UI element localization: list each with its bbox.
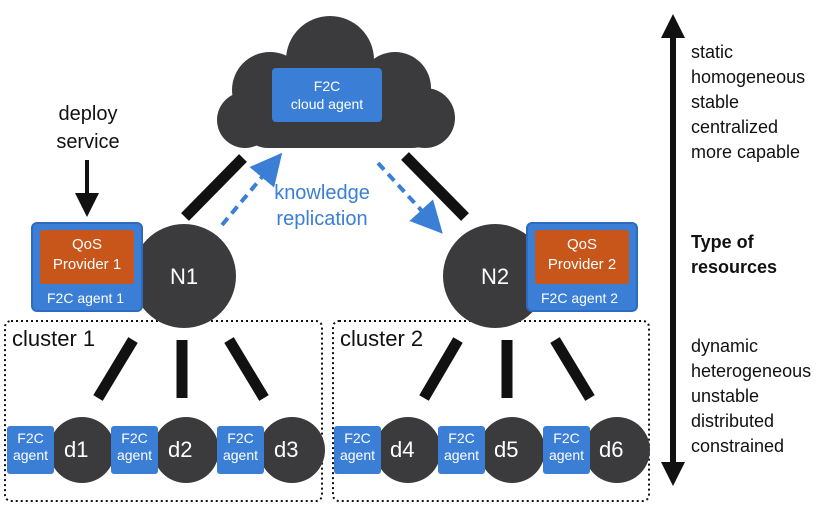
node-n2-label: N2 — [480, 264, 510, 289]
d1-agent-line2: agent — [12, 447, 49, 463]
device-d5-circle — [479, 417, 545, 483]
device-d4-agent: F2C agent — [334, 426, 381, 474]
d4-agent-line1: F2C — [344, 430, 371, 446]
d3-agent-line1: F2C — [227, 430, 254, 446]
deploy-line2: service — [56, 131, 120, 153]
device-d3-agent: F2C agent — [217, 426, 264, 474]
device-d6-circle — [584, 417, 650, 483]
link-n1-d3 — [224, 337, 269, 401]
device-d3-circle — [259, 417, 325, 483]
cloud-agent-line1: F2C — [313, 78, 341, 94]
cluster-1-label: cluster 1 — [12, 326, 96, 351]
device-d1-circle — [49, 417, 115, 483]
knowledge-line2: replication — [276, 208, 368, 230]
device-d2-agent: F2C agent — [111, 426, 158, 474]
resource-homogeneous: homogeneous — [691, 67, 806, 87]
device-d5-agent: F2C agent — [438, 426, 485, 474]
resource-static: static — [691, 42, 734, 62]
replication-arrow-down — [376, 161, 443, 234]
link-n2-d6 — [550, 337, 595, 401]
qos-1-line1: QoS — [71, 236, 102, 253]
resource-resources: resources — [691, 257, 778, 277]
knowledge-line1: knowledge — [274, 182, 370, 204]
resource-constrained: constrained — [691, 436, 785, 456]
link-cloud-n2 — [401, 152, 469, 221]
resources-top-list: static homogeneous stable centralized mo… — [691, 40, 805, 165]
qos-provider-2: QoS Provider 2 — [535, 230, 629, 284]
d5-agent-line1: F2C — [448, 430, 475, 446]
deploy-line1: deploy — [58, 103, 118, 125]
qos-2-line2: Provider 2 — [547, 256, 617, 273]
f2c-agent-1-label: F2C agent 1 — [47, 290, 125, 306]
d1-agent-line1: F2C — [17, 430, 44, 446]
d6-agent-line1: F2C — [553, 430, 580, 446]
resources-arrow-top — [661, 14, 685, 38]
device-d6-agent: F2C agent — [543, 426, 590, 474]
cloud-agent: F2C cloud agent — [272, 68, 382, 122]
node-n1-circle — [132, 224, 236, 328]
device-d2-circle — [153, 417, 219, 483]
d2-agent-line1: F2C — [121, 430, 148, 446]
d2-agent-line2: agent — [116, 447, 153, 463]
resource-type-of: Type of — [691, 232, 754, 252]
knowledge-replication-label: knowledge replication — [262, 180, 382, 232]
f2c-agent-2-label: F2C agent 2 — [541, 290, 619, 306]
device-d5-label: d5 — [494, 437, 519, 462]
link-n1-d1 — [93, 337, 138, 401]
device-d6-label: d6 — [599, 437, 624, 462]
node-n2-circle — [443, 224, 547, 328]
d4-agent-line2: agent — [339, 447, 376, 463]
replication-arrow-up — [220, 152, 283, 227]
resources-bottom-list: dynamic heterogeneous unstable distribut… — [691, 334, 811, 459]
cloud-agent-line2: cloud agent — [290, 96, 364, 112]
qos-provider-1: QoS Provider 1 — [40, 230, 134, 284]
d6-agent-line2: agent — [548, 447, 585, 463]
device-d1-agent: F2C agent — [7, 426, 54, 474]
node-n1-label: N1 — [169, 264, 199, 289]
resource-stable: stable — [691, 92, 740, 112]
link-n2-d4 — [419, 337, 463, 401]
device-d4-label: d4 — [390, 437, 415, 462]
device-d1-label: d1 — [64, 437, 89, 462]
resources-arrow-bottom — [661, 462, 685, 486]
resource-more-capable: more capable — [691, 142, 801, 162]
deploy-service-label: deploy service — [38, 100, 138, 156]
device-d2-label: d2 — [168, 437, 193, 462]
resource-centralized: centralized — [691, 117, 779, 137]
qos-1-line2: Provider 1 — [52, 256, 122, 273]
resource-heterogeneous: heterogeneous — [691, 361, 812, 381]
device-d3-label: d3 — [274, 437, 299, 462]
link-cloud-n1 — [181, 154, 247, 221]
cluster-2-label: cluster 2 — [340, 326, 424, 351]
d3-agent-line2: agent — [222, 447, 259, 463]
qos-2-line1: QoS — [566, 236, 597, 253]
resource-unstable: unstable — [691, 386, 760, 406]
d5-agent-line2: agent — [443, 447, 480, 463]
resource-dynamic: dynamic — [691, 336, 759, 356]
resources-type-label: Type of resources — [691, 230, 777, 280]
resource-distributed: distributed — [691, 411, 775, 431]
device-d4-circle — [375, 417, 441, 483]
